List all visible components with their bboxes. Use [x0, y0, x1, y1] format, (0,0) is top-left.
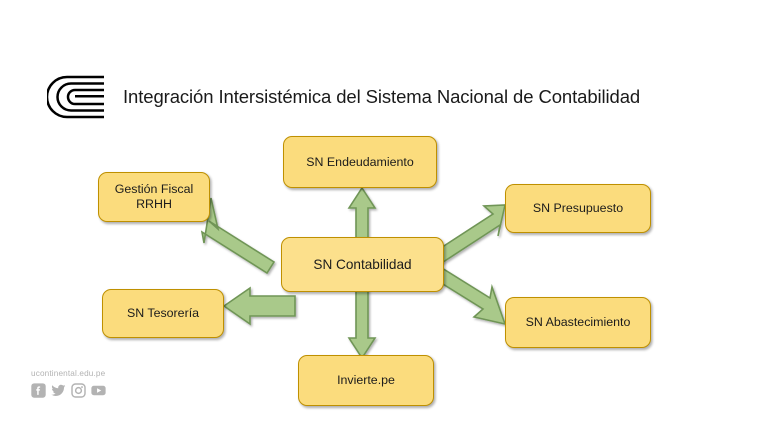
facebook-icon[interactable]: [31, 383, 46, 398]
page-title: Integración Intersistémica del Sistema N…: [123, 86, 641, 107]
node-label-line1: Gestión Fiscal: [114, 182, 194, 196]
footer-url[interactable]: ucontinental.edu.pe: [31, 369, 106, 378]
node-label: Invierte.pe: [337, 373, 395, 387]
node-sn-contabilidad[interactable]: SN Contabilidad: [281, 237, 444, 292]
node-label: SN Abastecimiento: [525, 315, 631, 329]
youtube-icon[interactable]: [91, 383, 106, 398]
instagram-icon[interactable]: [71, 383, 86, 398]
node-sn-endeudamiento[interactable]: SN Endeudamiento: [283, 136, 437, 188]
node-label: SN Endeudamiento: [306, 154, 414, 169]
universidad-continental-c-logo-icon: [45, 73, 107, 121]
node-invierte-pe[interactable]: Invierte.pe: [298, 355, 434, 406]
slide-header: Integración Intersistémica del Sistema N…: [0, 34, 768, 119]
node-sn-presupuesto[interactable]: SN Presupuesto: [505, 184, 651, 233]
node-label: SN Tesorería: [126, 306, 200, 320]
node-label: SN Presupuesto: [532, 201, 624, 215]
node-sn-abastecimiento[interactable]: SN Abastecimiento: [505, 297, 651, 348]
arrow-up: [347, 186, 377, 245]
node-label: Gestión Fiscal RRHH: [110, 182, 199, 212]
node-sn-tesoreria[interactable]: SN Tesorería: [102, 289, 224, 338]
node-gestion-fiscal-rrhh[interactable]: Gestión Fiscal RRHH: [98, 172, 210, 222]
node-label-line2: RRHH: [136, 197, 172, 211]
arrow-upleft: [200, 197, 276, 275]
twitter-icon[interactable]: [51, 383, 66, 398]
arrow-down: [347, 287, 377, 360]
slide-footer: ucontinental.edu.pe: [31, 369, 231, 398]
social-links: [31, 383, 231, 398]
arrow-left: [222, 286, 296, 326]
node-label: SN Contabilidad: [313, 257, 412, 272]
